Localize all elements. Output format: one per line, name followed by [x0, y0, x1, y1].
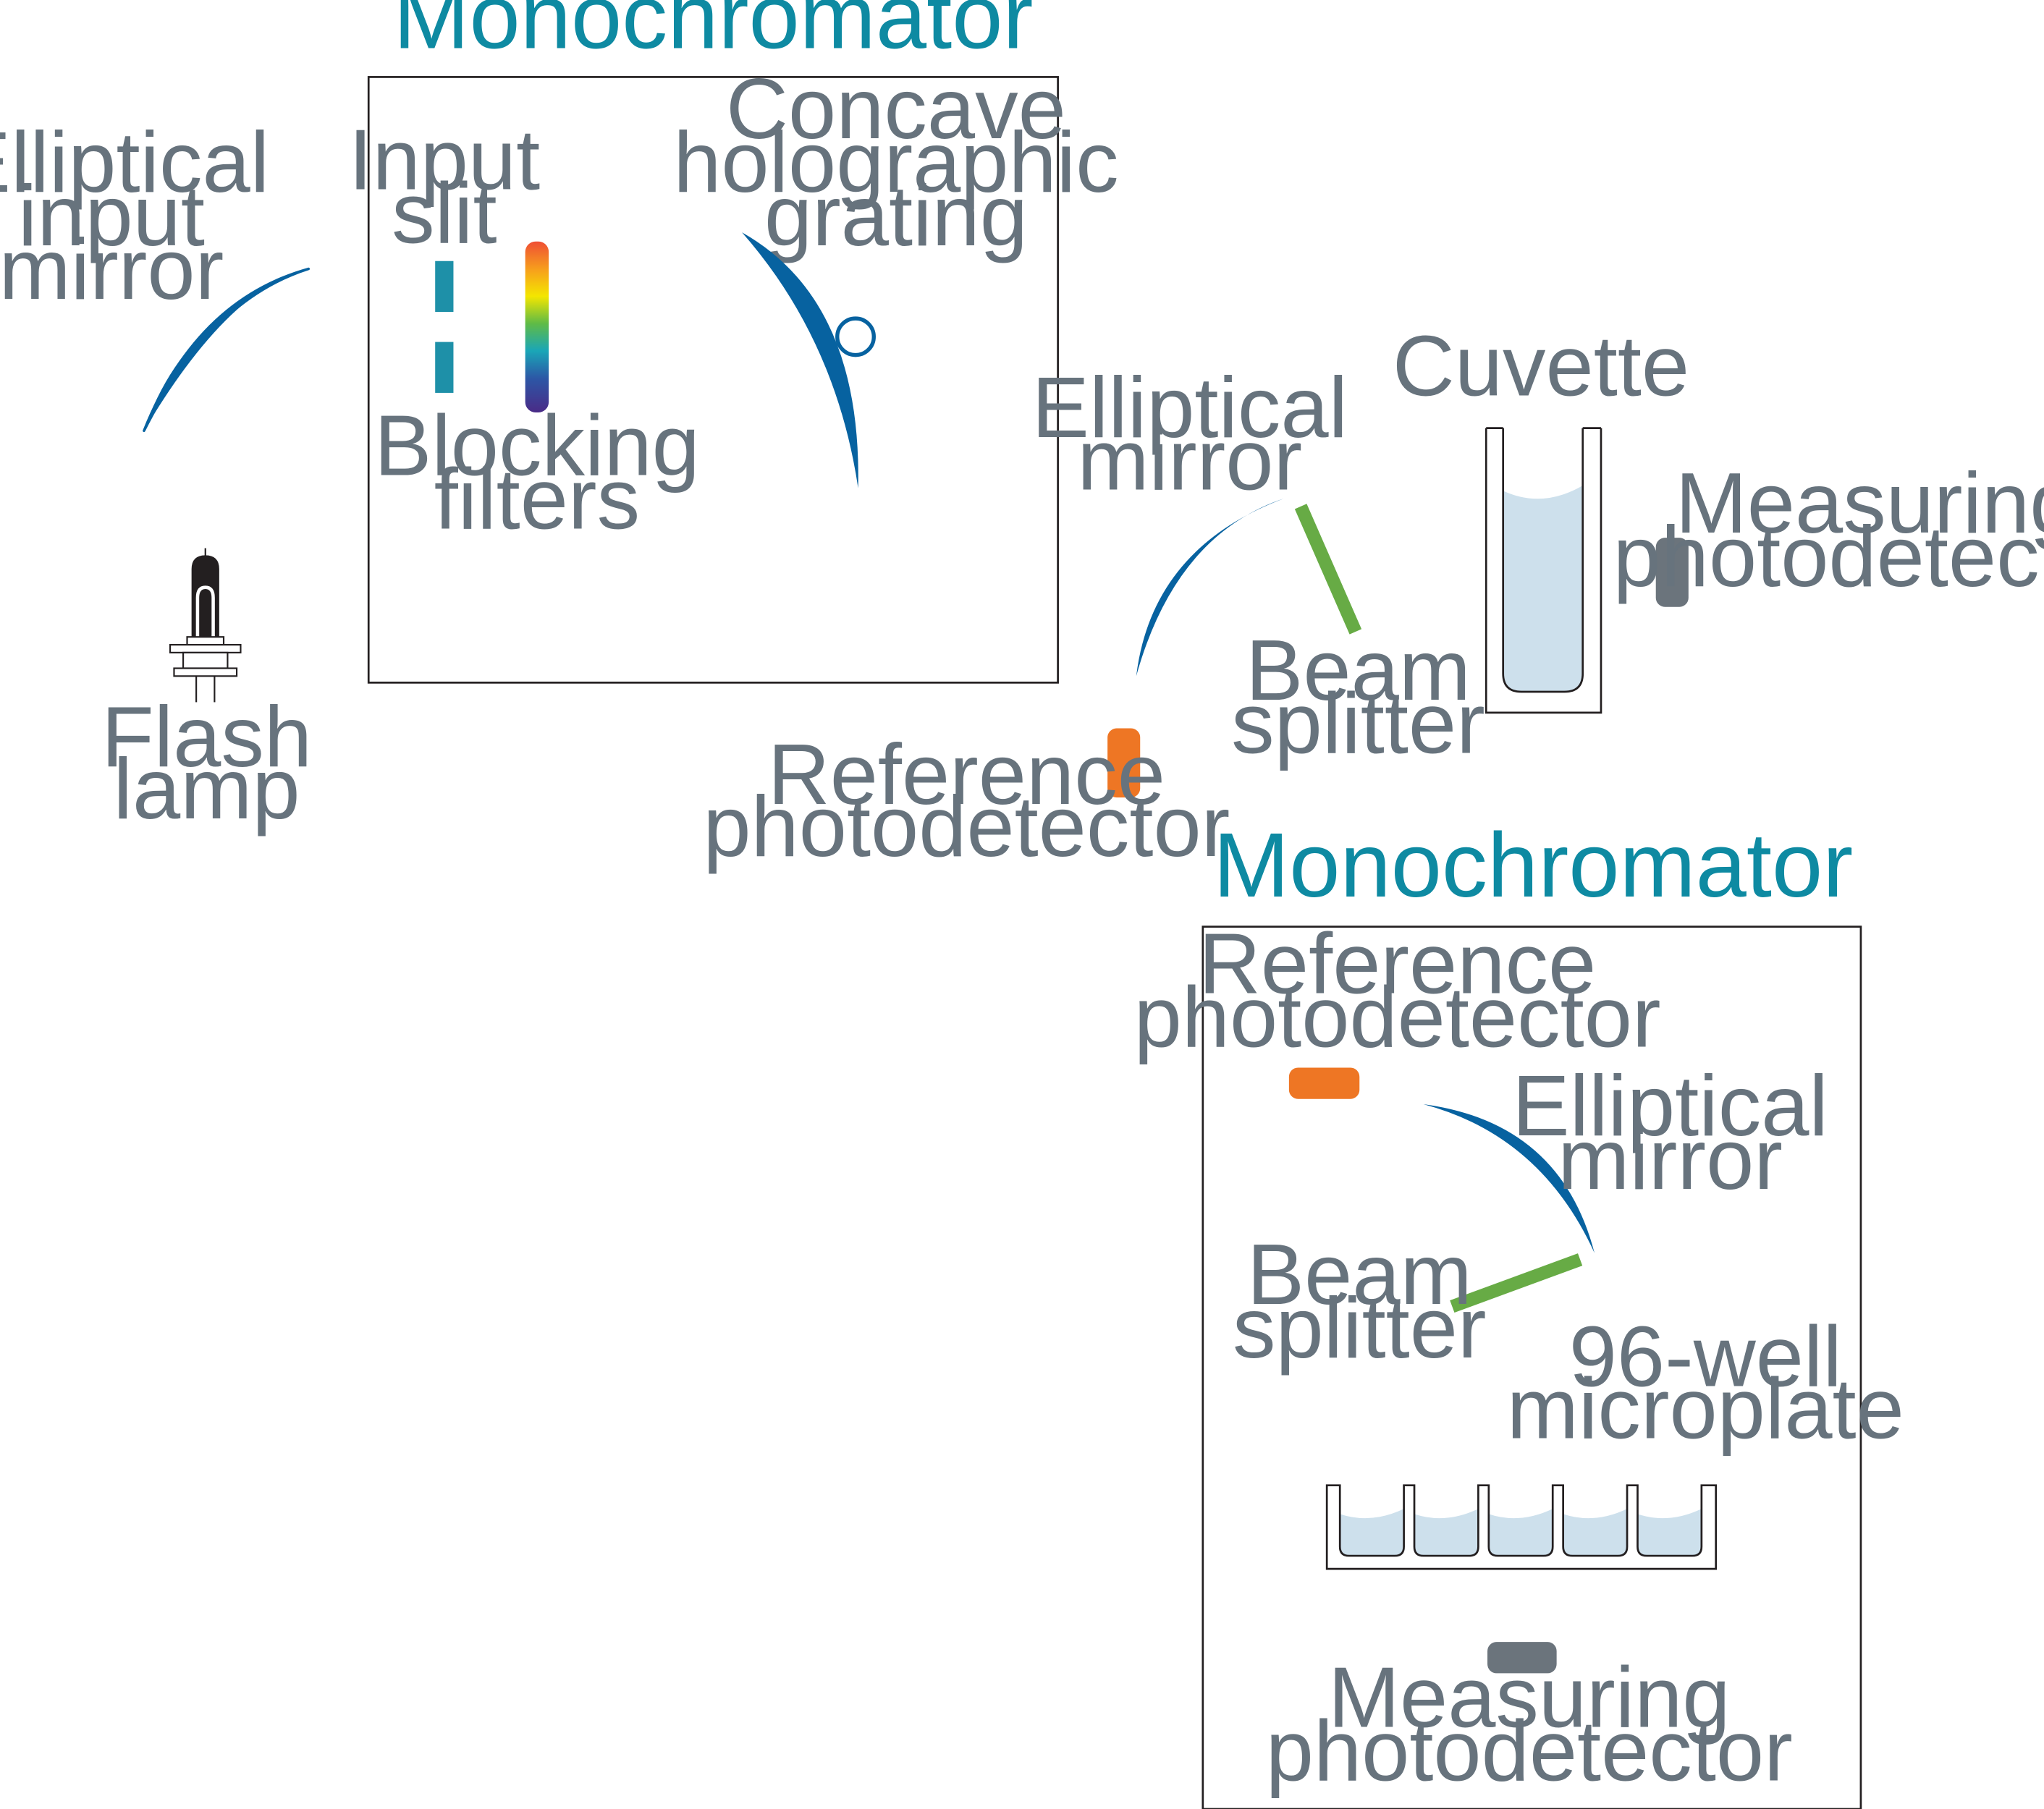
svg-text:grating: grating	[764, 168, 1028, 264]
flash-lamp-icon	[169, 548, 242, 703]
svg-text:Beam: Beam	[1247, 1227, 1472, 1323]
cuvette-mirror-label: Elliptical mirror	[1031, 360, 1348, 508]
svg-text:splitter: splitter	[1231, 676, 1485, 772]
blocking-filter-bar	[525, 241, 549, 412]
svg-text:microplate: microplate	[1507, 1361, 1904, 1457]
elliptical-input-mirror-label: Elliptical input mirror	[0, 114, 269, 318]
measuring-photodetector	[1655, 538, 1689, 607]
input-slit-upper	[435, 260, 454, 313]
monochromator-title: Monochromator	[393, 0, 1033, 68]
input-slit-lower	[435, 342, 454, 393]
svg-text:Elliptical: Elliptical	[1031, 360, 1348, 456]
svg-text:Concave: Concave	[726, 61, 1066, 157]
beam-splitter	[1294, 504, 1362, 635]
svg-text:96-well: 96-well	[1569, 1309, 1842, 1405]
grating-label: Concave holographic grating	[673, 61, 1118, 264]
microplate-beam-splitter	[1450, 1253, 1583, 1313]
svg-text:Flash: Flash	[101, 689, 312, 785]
flash-lamp-label: Flash lamp	[101, 689, 312, 837]
input-slit-label: Input slit	[348, 112, 540, 262]
svg-text:splitter: splitter	[1233, 1280, 1487, 1376]
svg-text:Elliptical: Elliptical	[1512, 1058, 1828, 1154]
microplate-box	[1202, 925, 1862, 1809]
svg-text:Measuring: Measuring	[1676, 455, 2044, 551]
microplate-label: 96-well microplate	[1507, 1309, 1904, 1457]
microplate-mirror-label: Elliptical mirror	[1512, 1058, 1828, 1208]
svg-text:Blocking: Blocking	[374, 398, 700, 494]
microplate-measuring-label: Measuring photodetector	[1266, 1649, 1793, 1799]
monochromator-box	[367, 76, 1059, 684]
cuvette-label: Cuvette	[1393, 318, 1689, 415]
reference-photodetector	[1107, 728, 1141, 798]
svg-text:mirror: mirror	[1077, 412, 1302, 508]
microplate-elliptical-mirror	[1423, 1103, 1595, 1253]
concave-holographic-grating	[742, 232, 858, 488]
svg-text:Elliptical: Elliptical	[0, 114, 269, 211]
svg-text:photodetector: photodetector	[703, 779, 1230, 875]
svg-text:photodetector: photodetector	[1266, 1703, 1793, 1799]
svg-text:slit: slit	[392, 165, 497, 261]
cuvette	[1485, 427, 1602, 714]
svg-text:Input: Input	[348, 112, 540, 208]
96-well-microplate	[1325, 1484, 1718, 1570]
svg-text:lamp: lamp	[114, 741, 300, 837]
svg-text:Reference: Reference	[768, 726, 1165, 823]
grating-pivot-icon	[835, 316, 876, 357]
svg-text:Reference: Reference	[1199, 916, 1596, 1012]
svg-text:photodetector: photodetector	[1613, 509, 2044, 605]
measuring-photodetector-label: Measuring photodetector	[1613, 455, 2044, 605]
microplate-reference-label: Reference photodetector	[1134, 916, 1661, 1066]
reference-photodetector-label: Reference photodetector	[703, 726, 1230, 875]
svg-text:mirror: mirror	[1558, 1111, 1783, 1208]
svg-text:Measuring: Measuring	[1328, 1649, 1731, 1745]
svg-text:Beam: Beam	[1246, 622, 1471, 719]
svg-text:filters: filters	[434, 452, 640, 548]
svg-text:mirror: mirror	[0, 221, 224, 318]
blocking-filters-label: Blocking filters	[374, 398, 700, 548]
microplate-monochromator-title: Monochromator	[1213, 814, 1853, 916]
beam-splitter-label: Beam splitter	[1231, 622, 1485, 772]
microplate-beam-splitter-label: Beam splitter	[1233, 1227, 1487, 1376]
svg-text:photodetector: photodetector	[1134, 970, 1661, 1066]
svg-text:input: input	[18, 168, 205, 264]
svg-text:holographic: holographic	[673, 114, 1118, 211]
microplate-measuring-photodetector	[1487, 1642, 1557, 1674]
microplate-reference-photodetector	[1288, 1067, 1360, 1099]
